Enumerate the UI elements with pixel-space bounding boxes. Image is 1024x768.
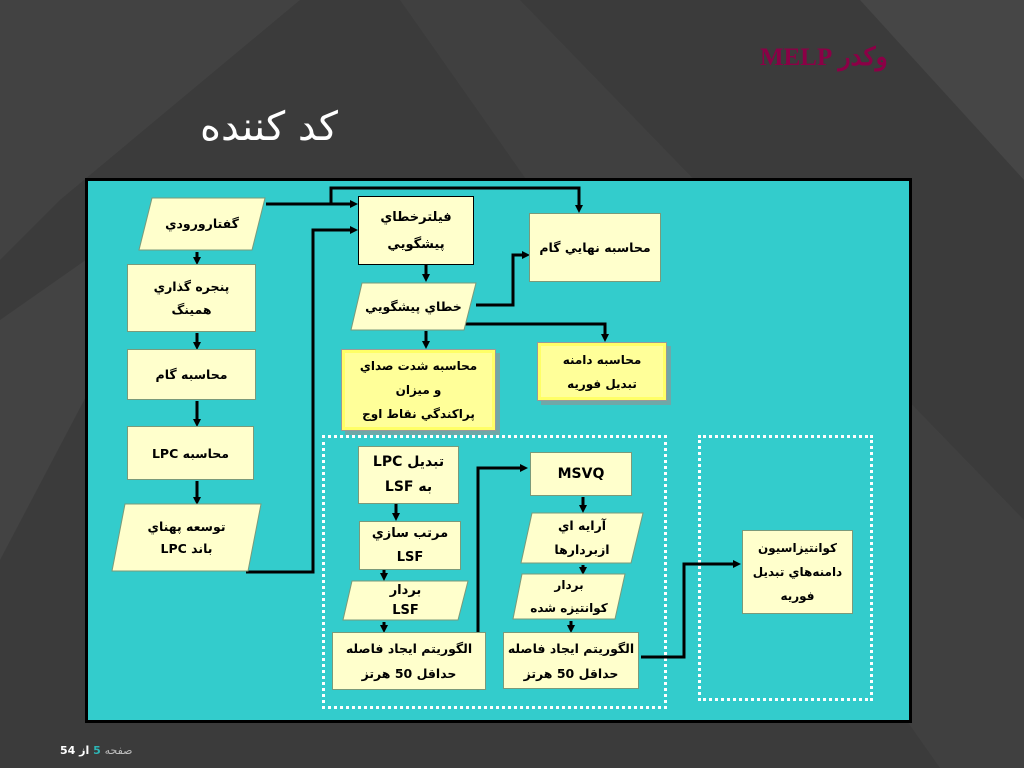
prediction-error-filter-line1: فيلترخطاي xyxy=(380,209,452,225)
lpc-to-lsf-block: تبديل LPC به LSF xyxy=(358,446,459,504)
page-indicator: صفحه 5 از 54 xyxy=(60,744,133,757)
lsf-sorting-line1: مرتب سازي xyxy=(371,525,449,541)
peak-intensity-line3: پراكندگي نقاط اوج xyxy=(362,407,475,421)
final-pitch-calc-label: محاسبه نهايي گام xyxy=(539,240,651,255)
quantized-vector-line2: كوانتيزه شده xyxy=(530,600,608,615)
vector-array-line2: ازبردارها xyxy=(554,542,610,557)
input-speech-label: گفتارورودي xyxy=(165,216,239,231)
prediction-error-block: خطاي پيشگويي xyxy=(350,282,477,331)
parallelogram-shape xyxy=(350,282,477,331)
final-pitch-calc-block: محاسبه نهايي گام xyxy=(529,213,661,282)
min-separation-1-line2: حداقل 50 هرتز xyxy=(361,666,457,681)
bandwidth-expansion-block: توسعه پهناي باند LPC xyxy=(111,503,262,572)
fourier-amplitude-line2: تبديل فوريه xyxy=(567,376,637,391)
vector-array-line1: آرايه اي xyxy=(557,518,607,533)
peak-intensity-line1: محاسبه شدت صداي xyxy=(359,359,478,373)
lpc-to-lsf-line1: تبديل LPC xyxy=(372,454,445,470)
bandwidth-expansion-line2: باند LPC xyxy=(160,540,213,556)
lpc-calc-label: محاسبه LPC xyxy=(151,445,230,461)
parallelogram-shape xyxy=(111,503,262,572)
peak-intensity-line2: و ميزان xyxy=(395,383,442,397)
lsf-sorting-line2: LSF xyxy=(396,549,424,565)
page-current: 5 xyxy=(93,744,101,757)
min-separation-2-line1: الگوريتم ايجاد فاصله xyxy=(507,640,635,656)
lsf-sorting-block: مرتب سازي LSF xyxy=(359,521,461,570)
vector-array-block: آرايه اي ازبردارها xyxy=(520,512,644,564)
fourier-quantization-line1: كوانتيزاسيون xyxy=(758,541,837,555)
min-separation-block-1: الگوريتم ايجاد فاصله حداقل 50 هرتز xyxy=(332,632,486,690)
fourier-quantization-line3: فوريه xyxy=(780,589,815,603)
hamming-window-line1: پنجره گذاري xyxy=(153,279,230,294)
pitch-calc-block: محاسبه گام xyxy=(127,349,256,400)
input-speech-block: گفتارورودي xyxy=(138,197,266,251)
bandwidth-expansion-line1: توسعه پهناي xyxy=(147,518,226,534)
lpc-to-lsf-line2: به LSF xyxy=(384,479,433,495)
min-separation-block-2: الگوريتم ايجاد فاصله حداقل 50 هرتز xyxy=(503,632,639,689)
pitch-calc-label: محاسبه گام xyxy=(155,367,228,382)
lsf-vector-line2: LSF xyxy=(392,602,419,618)
hamming-window-line2: همينگ xyxy=(171,302,212,317)
lpc-calc-block: محاسبه LPC xyxy=(127,426,254,480)
fourier-quantization-block: كوانتيزاسيون دامنه‌هاي تبديل فوريه xyxy=(742,530,853,614)
page-label: صفحه xyxy=(104,744,133,757)
fourier-quantization-line2: دامنه‌هاي تبديل xyxy=(752,565,843,579)
lsf-vector-block: بردار LSF xyxy=(342,580,469,621)
prediction-error-filter-block: فيلترخطاي پيشگويي xyxy=(358,196,474,265)
prediction-error-label: خطاي پيشگويي xyxy=(365,298,462,314)
min-separation-1-line1: الگوريتم ايجاد فاصله xyxy=(345,641,473,656)
page-separator: از xyxy=(79,744,90,757)
msvq-label: MSVQ xyxy=(557,465,605,482)
lsf-vector-line1: بردار xyxy=(389,582,422,598)
hamming-window-block: پنجره گذاري همينگ xyxy=(127,264,256,332)
msvq-block: MSVQ xyxy=(530,452,632,496)
slide-title: كد كننده xyxy=(200,104,338,150)
parallelogram-shape xyxy=(512,573,626,620)
min-separation-2-line2: حداقل 50 هرتز xyxy=(523,665,619,681)
page-total: 54 xyxy=(60,744,76,757)
slide-header: وكدر MELP xyxy=(760,44,888,71)
fourier-amplitude-line1: محاسبه دامنه xyxy=(562,352,642,367)
quantized-vector-block: بردار كوانتيزه شده xyxy=(512,573,626,620)
peak-intensity-block: محاسبه شدت صداي و ميزان پراكندگي نقاط او… xyxy=(341,349,496,431)
prediction-error-filter-line2: پيشگويي xyxy=(387,236,445,252)
quantized-vector-line1: بردار xyxy=(554,577,584,592)
parallelogram-shape xyxy=(342,580,469,621)
parallelogram-shape xyxy=(520,512,644,564)
parallelogram-shape xyxy=(138,197,266,251)
fourier-amplitude-block: محاسبه دامنه تبديل فوريه xyxy=(537,342,667,401)
